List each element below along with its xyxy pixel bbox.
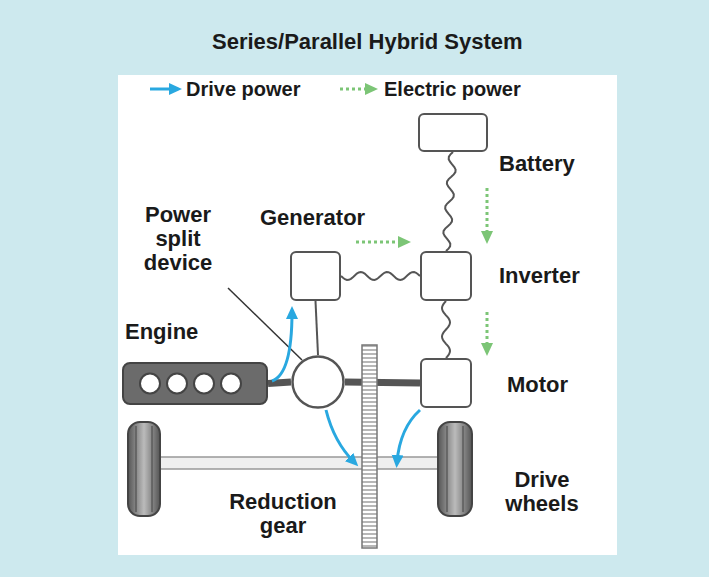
component-label: Inverter (499, 264, 580, 288)
electric-power-arrow (486, 188, 489, 238)
component-box: Battery (418, 113, 488, 152)
wire (443, 152, 455, 251)
component-label: Power split device (123, 203, 233, 276)
legend-electric-sample (340, 88, 372, 91)
power-split-circle: Power split device (291, 355, 345, 409)
part-label: Drive wheels (494, 468, 590, 516)
title: Series/Parallel Hybrid System (212, 30, 523, 54)
component-label: Motor (507, 373, 568, 397)
left-wheel (128, 422, 160, 516)
component-label: Engine (125, 320, 198, 344)
wire (341, 272, 420, 280)
reduction-gear (362, 345, 377, 548)
component-box: Generator (290, 251, 341, 301)
component-label: Battery (499, 152, 575, 176)
legend-text: Electric power (384, 78, 521, 100)
electric-power-arrow (486, 312, 489, 350)
component-box: Inverter (420, 251, 472, 301)
cylinder (194, 374, 214, 394)
node-outline (122, 362, 268, 405)
cylinder (167, 374, 187, 394)
engine-block: Engine (122, 362, 268, 405)
node-outline (291, 355, 345, 409)
drive-power-arrow (272, 312, 292, 381)
drive-power-arrow (326, 410, 354, 462)
shaft (345, 382, 420, 383)
shaft (316, 301, 319, 355)
circle-outline (293, 357, 344, 408)
right-wheel (438, 422, 472, 516)
cylinder (140, 374, 160, 394)
legend-text: Drive power (186, 78, 300, 100)
cylinder (221, 374, 241, 394)
wire (442, 301, 450, 358)
engine-outline (123, 363, 267, 404)
legend-drive-sample (150, 88, 176, 91)
component-label: Generator (260, 206, 365, 230)
electric-power-arrow (356, 241, 405, 244)
drive-power-arrow (397, 410, 420, 462)
part-label: Reduction gear (218, 490, 348, 538)
component-box: Motor (420, 358, 472, 408)
shaft (268, 382, 291, 384)
